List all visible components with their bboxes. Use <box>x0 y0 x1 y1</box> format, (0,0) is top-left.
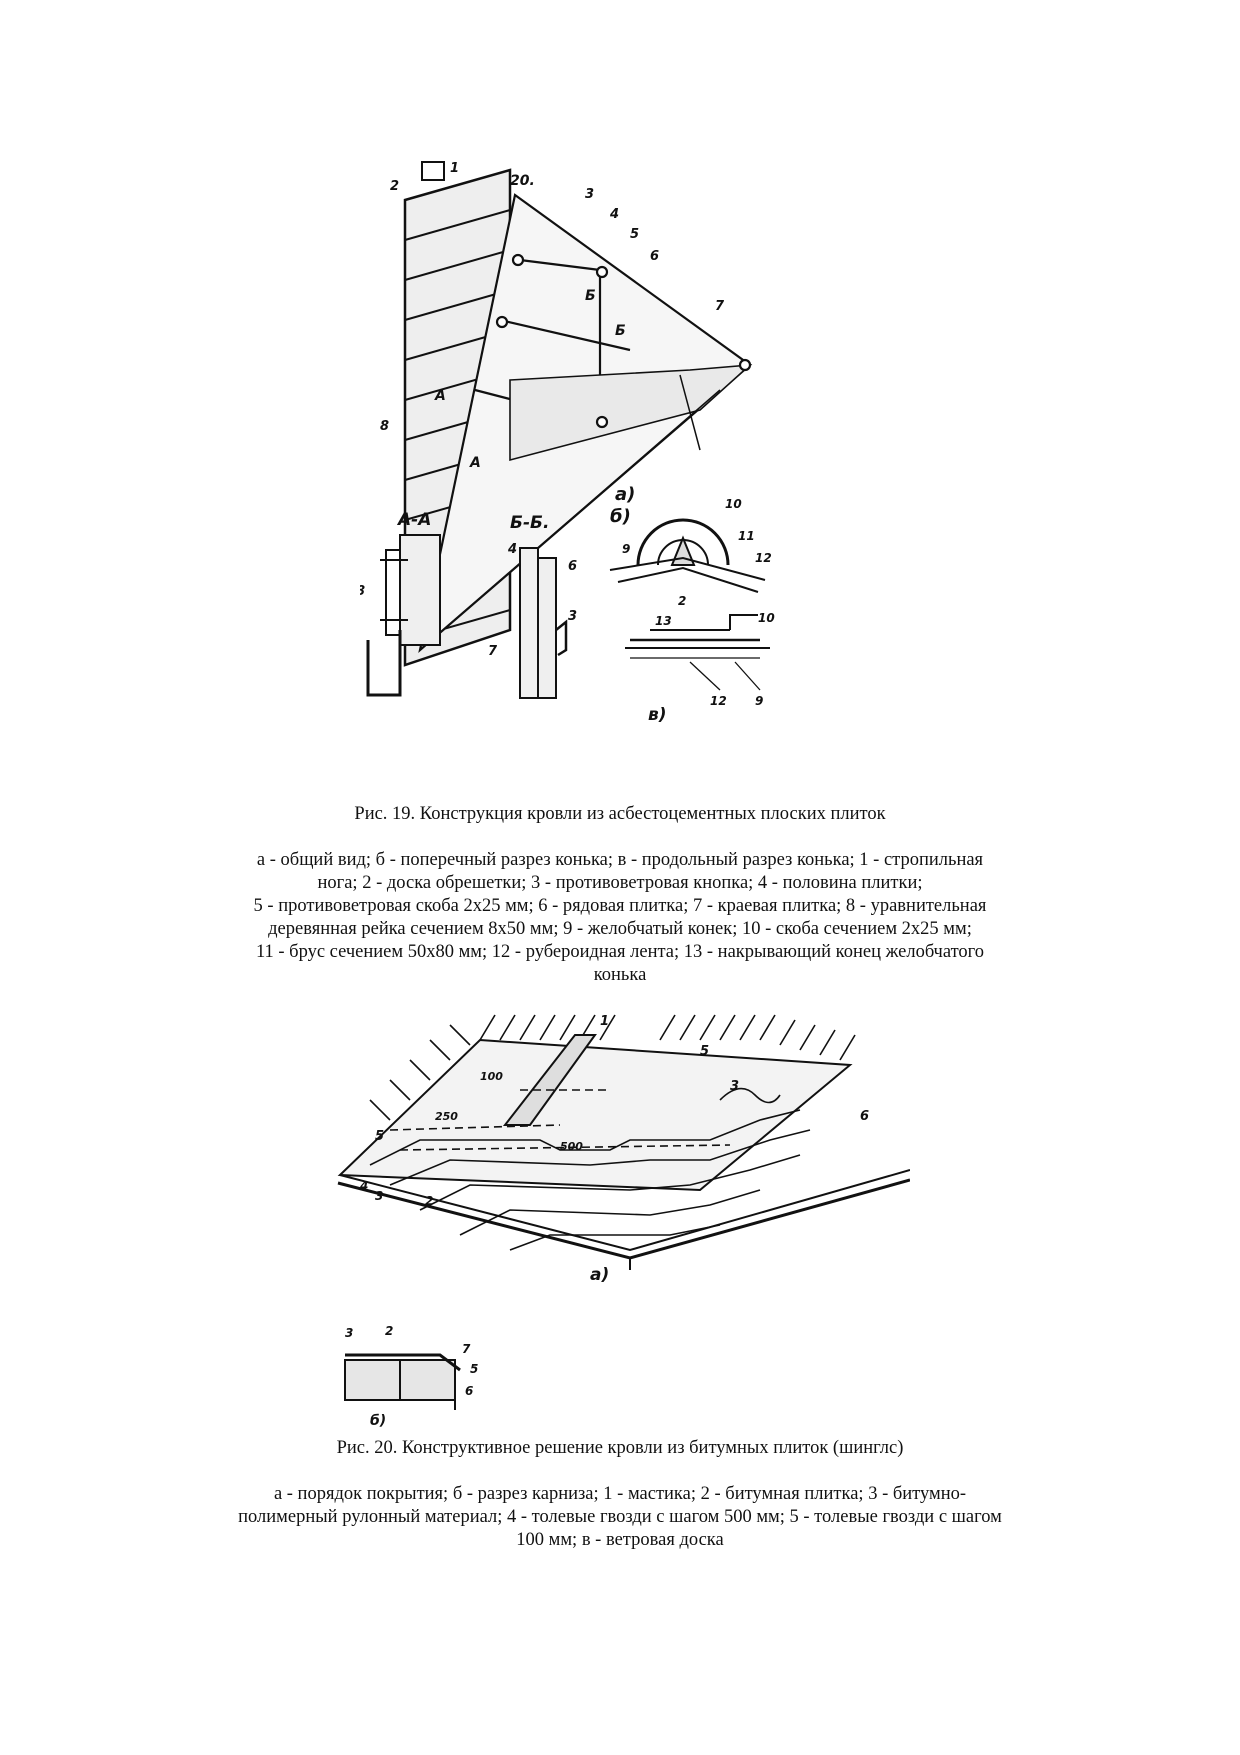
fig19-cut-b-top: Б <box>585 288 596 304</box>
figure-19-legend-line-3: 5 - противоветровая скоба 2х25 мм; 6 - р… <box>253 896 987 916</box>
section-bb <box>519 547 568 699</box>
fig20-label-3-right: 3 <box>730 1079 739 1094</box>
fig20-b-label-6: 6 <box>465 1384 473 1398</box>
figure-20-title: Рис. 20. Конструктивное решение кровли и… <box>336 1438 904 1458</box>
fig19-b-label-9: 9 <box>622 542 630 556</box>
fig19-v-label-13: 13 <box>655 614 672 628</box>
figure-20-drawing: 1 5 3 6 5 4 3 2 100 250 500 а) 3 2 7 5 6… <box>330 1010 910 1430</box>
fig19-cut-b-bottom: Б <box>615 323 626 339</box>
fig20-label-2: 2 <box>425 1194 433 1208</box>
fig19-label-7: 7 <box>715 299 725 314</box>
figure-19-legend-line-6: конька <box>593 965 647 985</box>
fig19-b-label-12: 12 <box>755 551 772 565</box>
fig19-label-6: 6 <box>650 249 659 264</box>
section-aa <box>366 534 441 697</box>
figure-20-caption: Рис. 20. Конструктивное решение кровли и… <box>160 1437 1080 1552</box>
fig19-bb-label-4: 4 <box>507 542 517 557</box>
fig20-view-a-label: а) <box>590 1265 609 1285</box>
fig19-bb-label-3: 3 <box>568 609 577 624</box>
figure-20-svg: 1 5 3 6 5 4 3 2 100 250 500 а) 3 2 7 5 6… <box>337 1014 910 1429</box>
fig19-b-label-11: 11 <box>738 529 755 543</box>
fig19-v-label-12: 12 <box>710 694 727 708</box>
fig20-b-label-2: 2 <box>385 1324 393 1338</box>
ridge-longitudinal-section <box>625 614 770 691</box>
fig20-b-label-5: 5 <box>470 1362 478 1376</box>
figure-19-legend-line-5: 11 - брус сечением 50х80 мм; 12 - руберо… <box>255 942 985 962</box>
figure-20-legend-line-1: а - порядок покрытия; б - разрез карниза… <box>273 1484 967 1504</box>
eave-section <box>344 1353 461 1410</box>
fig19-dim-20: 20. <box>510 173 535 189</box>
shingle-rows <box>369 1087 811 1251</box>
fig19-bb-label-7: 7 <box>488 644 498 659</box>
fig19-label-4: 4 <box>609 207 619 222</box>
fig19-view-b-label: б) <box>610 506 631 527</box>
fig20-dim-250: 250 <box>435 1110 458 1123</box>
figure-19-legend-line-4: деревянная рейка сечением 8х50 мм; 9 - ж… <box>268 919 972 939</box>
ridge-strip <box>502 1034 597 1126</box>
figure-19-caption: Рис. 19. Конструкция кровли из асбестоце… <box>160 803 1080 987</box>
fig19-label-2: 2 <box>390 179 399 194</box>
figure-20-legend-line-3: 100 мм; в - ветровая доска <box>516 1530 724 1550</box>
fig19-bb-label-6: 6 <box>568 559 577 574</box>
fig19-cut-a-bottom: А <box>469 455 481 471</box>
fig20-dim-500: 500 <box>560 1140 583 1153</box>
fig20-label-5-left: 5 <box>375 1129 384 1144</box>
fig19-section-bb-title: Б-Б. <box>510 513 549 533</box>
figure-19-title: Рис. 19. Конструкция кровли из асбестоце… <box>354 804 886 824</box>
tile-triangle <box>418 193 753 653</box>
fig20-view-b-label: б) <box>370 1413 386 1429</box>
fig19-cut-a-top: А <box>434 388 446 404</box>
figure-19-svg: а) 1 2 20. 3 4 5 6 7 8 Б Б А А А-А 8 5 Б… <box>360 161 775 725</box>
roof-deck <box>337 1038 910 1270</box>
figure-19-legend-line-1: а - общий вид; б - поперечный разрез кон… <box>256 850 984 870</box>
fig20-b-label-3: 3 <box>345 1326 353 1340</box>
fig19-b-label-10: 10 <box>725 497 742 511</box>
figure-20-legend-line-2: полимерный рулонный материал; 4 - толевы… <box>238 1507 1002 1527</box>
fig19-aa-label-8: 8 <box>360 584 365 599</box>
fig19-section-aa-title: А-А <box>396 510 431 530</box>
figure-19-drawing: а) 1 2 20. 3 4 5 6 7 8 Б Б А А А-А 8 5 Б… <box>360 150 880 800</box>
fig20-dim-100: 100 <box>480 1070 503 1083</box>
fig19-view-a-label: а) <box>615 484 635 505</box>
fig20-label-6: 6 <box>860 1109 869 1124</box>
fig20-label-1: 1 <box>600 1014 609 1029</box>
fig19-b-label-2: 2 <box>678 594 686 608</box>
fig20-label-3-left: 3 <box>375 1189 383 1203</box>
fig19-label-8: 8 <box>380 419 389 434</box>
fig20-label-5-top: 5 <box>700 1044 709 1059</box>
figure-19-legend-line-2: нога; 2 - доска обрешетки; 3 - противове… <box>317 873 923 893</box>
fig20-label-4: 4 <box>359 1179 368 1193</box>
fig19-v-label-10: 10 <box>758 611 775 625</box>
fig19-view-v-label: в) <box>648 705 667 725</box>
fig19-label-5: 5 <box>630 227 639 242</box>
roof-hatching <box>369 1014 856 1121</box>
fig19-v-label-9: 9 <box>755 694 763 708</box>
fig19-label-3: 3 <box>585 187 594 202</box>
fig20-b-label-7: 7 <box>462 1342 471 1356</box>
fig19-label-1: 1 <box>450 161 459 176</box>
ridge-cross-section <box>609 518 766 593</box>
